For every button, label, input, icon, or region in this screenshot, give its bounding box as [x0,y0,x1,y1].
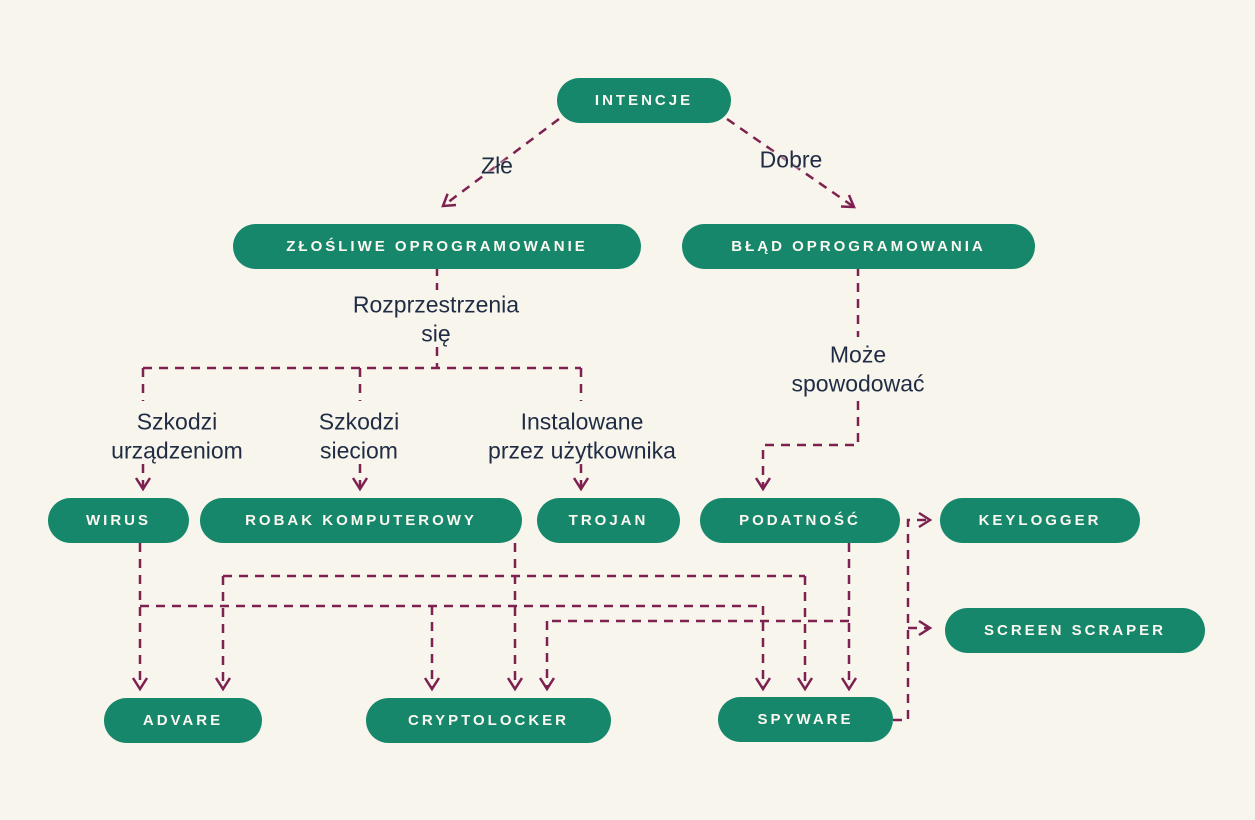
edge-label-rozprzestrzenia-sie: Rozprzestrzenia się [352,291,520,346]
node-screen-scraper: SCREEN SCRAPER [945,608,1205,653]
node-blad-oprogramowania: BŁĄD OPROGRAMOWANIA [682,224,1035,269]
node-spyware: SPYWARE [718,697,893,742]
node-wirus: WIRUS [48,498,189,543]
node-intencje: INTENCJE [557,78,731,123]
edge-intencje-malware [441,118,560,208]
edge-spyware-keylogger [893,511,933,722]
edge-intencje-bug [726,117,856,209]
node-trojan: TROJAN [537,498,680,543]
node-advare: ADVARE [104,698,262,743]
edge-label-instalowane-przez-uzytkownika: Instalowane przez użytkownika [488,408,676,463]
node-cryptolocker: CRYPTOLOCKER [366,698,611,743]
edge-label-szkodzi-urzadzeniom: Szkodzi urządzeniom [111,408,243,463]
edge-label-moze-spowodowac: Może spowodować [791,341,925,396]
edge-bug-podatnosc [754,401,860,492]
node-podatnosc: PODATNOŚĆ [700,498,900,543]
edge-label-dobre: Dobre [759,146,823,173]
node-keylogger: KEYLOGGER [940,498,1140,543]
edge-label-zle: Złe [481,152,513,179]
node-zlosliwe-oprogramowanie: ZŁOŚLIWE OPROGRAMOWANIE [233,224,641,269]
edge-label-szkodzi-sieciom: Szkodzi sieciom [318,408,400,463]
node-robak-komputerowy: ROBAK KOMPUTEROWY [200,498,522,543]
